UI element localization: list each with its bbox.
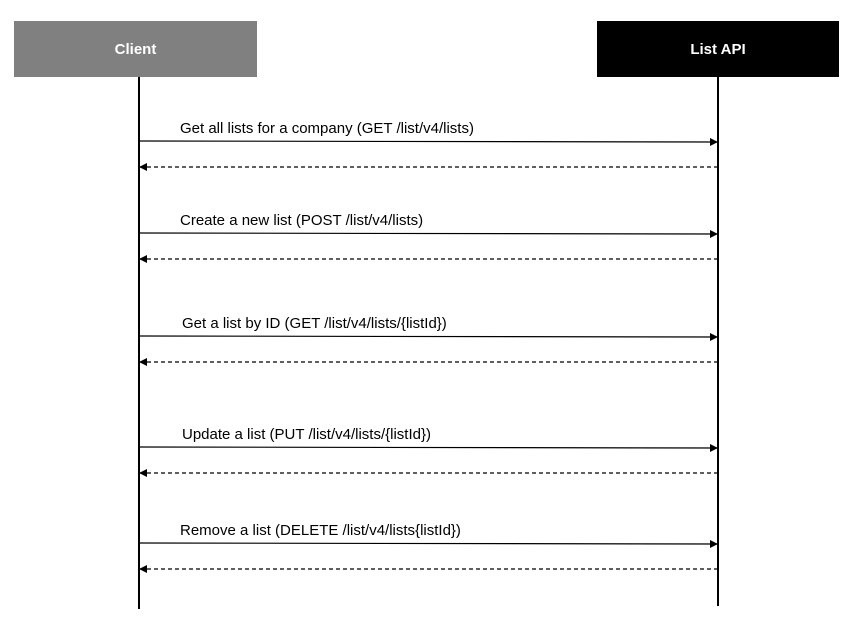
request-arrow	[138, 539, 719, 548]
request-arrow	[138, 332, 719, 341]
participant-list-api: List API	[597, 21, 839, 77]
participant-client-box	[14, 21, 257, 77]
participant-list-api-label: List API	[690, 41, 745, 58]
message-4: Update a list (PUT /list/v4/lists/{listI…	[138, 426, 719, 477]
message-label: Remove a list (DELETE /list/v4/lists{lis…	[180, 522, 461, 539]
messages: Get all lists for a company (GET /list/v…	[138, 120, 719, 573]
message-label: Create a new list (POST /list/v4/lists)	[180, 212, 423, 229]
message-1: Get all lists for a company (GET /list/v…	[138, 120, 719, 171]
request-arrow	[138, 137, 719, 146]
message-3: Get a list by ID (GET /list/v4/lists/{li…	[138, 315, 719, 366]
request-arrow	[138, 229, 719, 238]
message-label: Get a list by ID (GET /list/v4/lists/{li…	[182, 315, 447, 332]
message-label: Get all lists for a company (GET /list/v…	[180, 120, 474, 137]
message-2: Create a new list (POST /list/v4/lists)	[138, 212, 719, 263]
participant-list-api-box	[597, 21, 839, 77]
message-label: Update a list (PUT /list/v4/lists/{listI…	[182, 426, 431, 443]
message-5: Remove a list (DELETE /list/v4/lists{lis…	[138, 522, 719, 573]
participant-client-label: Client	[115, 41, 157, 58]
participant-client: Client	[14, 21, 257, 77]
request-arrow	[138, 443, 719, 452]
